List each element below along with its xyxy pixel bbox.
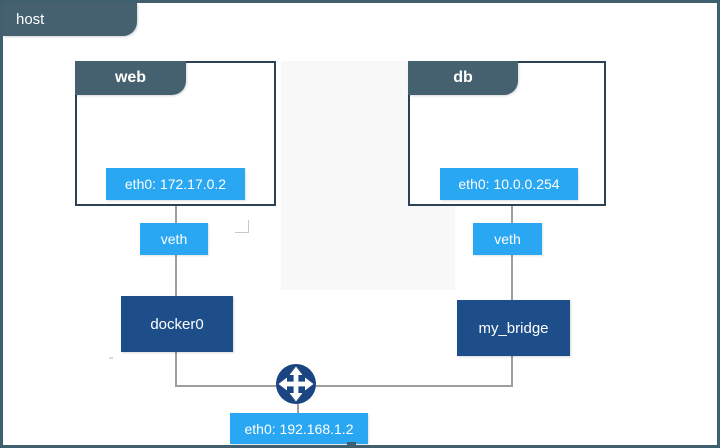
router-cross-arrows-icon <box>276 364 316 404</box>
host-border-notch <box>347 442 356 445</box>
bridge-my-bridge: my_bridge <box>457 300 570 356</box>
web-eth0-text: eth0: 172.17.0.2 <box>124 176 227 192</box>
db-eth0-label: eth0: 10.0.0.254 <box>440 168 578 200</box>
container-db-title-tab: db <box>408 61 518 95</box>
web-veth-text: veth <box>160 231 188 247</box>
bridge-docker0-label: docker0 <box>150 315 204 333</box>
bridge-docker0: docker0 <box>121 296 233 352</box>
connector-db-to-my-bridge <box>511 205 513 386</box>
connector-bridges-horizontal <box>175 385 513 387</box>
stray-speck-mark <box>109 357 113 359</box>
container-web-title: web <box>114 69 147 86</box>
host-eth0-text: eth0: 192.168.1.2 <box>244 420 354 437</box>
stray-corner-mark <box>235 220 249 233</box>
web-eth0-label: eth0: 172.17.0.2 <box>106 168 245 200</box>
db-veth-label: veth <box>473 223 542 255</box>
host-title-label: host <box>16 11 45 28</box>
container-web-title-tab: web <box>75 61 186 95</box>
container-db-title: db <box>453 69 473 86</box>
host-eth0-label: eth0: 192.168.1.2 <box>230 413 368 444</box>
db-veth-text: veth <box>494 231 521 247</box>
db-eth0-text: eth0: 10.0.0.254 <box>458 176 560 192</box>
bridge-my-bridge-label: my_bridge <box>478 319 549 337</box>
web-veth-label: veth <box>140 223 208 255</box>
host-title-tab: host <box>3 3 137 36</box>
